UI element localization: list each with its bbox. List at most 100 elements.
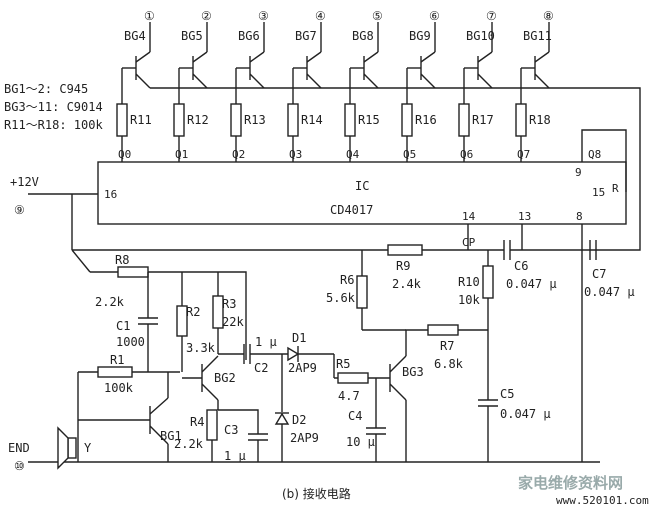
bg2-label: BG2 <box>214 371 236 385</box>
transistor-notes: BG1～2: C945 BG3～11: C9014 R11～R18: 100k <box>4 82 103 132</box>
supply-terminal: ⑨ <box>14 203 25 217</box>
output-transistor-emitter-5 <box>363 73 379 89</box>
r5-value: 4.7 <box>338 389 360 403</box>
ic-pin14: 14 <box>462 210 476 223</box>
ic-q8-pin: 9 <box>575 166 582 179</box>
d1-label: D1 <box>292 331 306 345</box>
figure-caption: (b) 接收电路 <box>282 486 351 501</box>
d2-value: 2AP9 <box>290 431 319 445</box>
r7-value: 6.8k <box>434 357 464 371</box>
r9 <box>387 244 423 256</box>
note-2: BG3～11: C9014 <box>4 100 103 114</box>
r1-label: R1 <box>110 353 124 367</box>
d2-symbol <box>274 412 290 425</box>
bg1-collector <box>149 397 169 415</box>
ic-pin8: 8 <box>576 210 583 223</box>
c5-value: 0.047 μ <box>500 407 551 421</box>
bg3-collector <box>389 355 407 373</box>
output-ic-q-8: Q7 <box>517 148 530 161</box>
output-transistor-collector-3 <box>249 51 265 63</box>
ic-body <box>97 161 627 225</box>
r4 <box>206 409 218 441</box>
output-resistor-label-8: R18 <box>529 113 551 127</box>
r5 <box>337 372 369 384</box>
timing-network: R6 5.6k R9 2.4k C6 0.047 μ C7 0.047 μ R1… <box>326 240 635 462</box>
c4-value: 10 μ <box>346 435 375 449</box>
bg2-collector <box>201 355 219 373</box>
r4-label: R4 <box>190 415 204 429</box>
r6 <box>356 275 368 309</box>
r7 <box>427 324 459 336</box>
r8-value: 2.2k <box>95 295 125 309</box>
r2-label: R2 <box>186 305 200 319</box>
output-resistor-2 <box>173 103 185 137</box>
c3-wire-top <box>218 409 259 434</box>
watermark-url: www.520101.com <box>556 494 649 507</box>
output-terminal-6: ⑥ <box>429 9 440 23</box>
output-resistor-label-6: R16 <box>415 113 437 127</box>
d1-value: 2AP9 <box>288 361 317 375</box>
detector-stage: D1 2AP9 D2 2AP9 R5 4.7 C4 10 μ BG3 <box>274 329 488 462</box>
output-transistor-label-6: BG9 <box>409 29 431 43</box>
output-transistor-label-4: BG7 <box>295 29 317 43</box>
ic-part-number: CD4017 <box>330 203 373 217</box>
ground-terminal: ⑩ <box>14 459 25 473</box>
c3-value: 1 μ <box>224 449 246 463</box>
output-transistor-label-1: BG4 <box>124 29 146 43</box>
output-transistor-collector-4 <box>306 51 322 63</box>
supply-label: +12V <box>10 175 39 189</box>
r2-value: 3.3k <box>186 341 216 355</box>
output-resistor-3 <box>230 103 242 137</box>
c1-value: 1000 <box>116 335 145 349</box>
ground-rail: END ⑩ <box>8 441 600 473</box>
c2-label: C2 <box>254 361 268 375</box>
ic-cp-label: CP <box>462 236 476 249</box>
output-resistor-label-7: R17 <box>472 113 494 127</box>
output-ic-q-2: Q1 <box>175 148 188 161</box>
r10-label: R10 <box>458 275 480 289</box>
output-resistor-5 <box>344 103 356 137</box>
d1-symbol <box>287 346 300 362</box>
output-terminal-3: ③ <box>258 9 269 23</box>
d2-label: D2 <box>292 413 306 427</box>
output-transistor-label-3: BG6 <box>238 29 260 43</box>
output-transistor-label-5: BG8 <box>352 29 374 43</box>
output-resistor-6 <box>401 103 413 137</box>
speaker-label: Y <box>84 441 92 455</box>
output-resistor-4 <box>287 103 299 137</box>
output-terminal-4: ④ <box>315 9 326 23</box>
output-transistor-emitter-8 <box>534 73 550 89</box>
output-transistor-collector-6 <box>420 51 436 63</box>
output-transistor-label-7: BG10 <box>466 29 495 43</box>
output-transistor-emitter-2 <box>192 73 208 89</box>
bg3-emitter <box>389 383 407 401</box>
c5-label: C5 <box>500 387 514 401</box>
ic-label: IC <box>355 179 369 193</box>
output-ic-q-3: Q2 <box>232 148 245 161</box>
output-transistor-emitter-4 <box>306 73 322 89</box>
r3-label: R3 <box>222 297 236 311</box>
q8-reset-loop <box>581 129 627 192</box>
bg2-emitter <box>201 383 219 401</box>
output-terminal-8: ⑧ <box>543 9 554 23</box>
note-3: R11～R18: 100k <box>4 118 103 132</box>
c1-label: C1 <box>116 319 130 333</box>
c4-label: C4 <box>348 409 362 423</box>
output-transistor-collector-7 <box>477 51 493 63</box>
output-transistor-collector-5 <box>363 51 379 63</box>
output-ic-q-4: Q3 <box>289 148 302 161</box>
input-stage: R8 2.2k C1 1000 R1 100k BG1 Y <box>57 253 182 470</box>
output-transistor-label-8: BG11 <box>523 29 552 43</box>
r10-value: 10k <box>458 293 480 307</box>
r7-label: R7 <box>440 339 454 353</box>
c7-label: C7 <box>592 267 606 281</box>
output-ic-q-5: Q4 <box>346 148 360 161</box>
output-ic-q-7: Q6 <box>460 148 473 161</box>
ic-q8-label: Q8 <box>588 148 601 161</box>
output-terminal-5: ⑤ <box>372 9 383 23</box>
r10 <box>482 265 494 299</box>
r3-value: 22k <box>222 315 244 329</box>
r8-label: R8 <box>115 253 129 267</box>
r6-value: 5.6k <box>326 291 356 305</box>
